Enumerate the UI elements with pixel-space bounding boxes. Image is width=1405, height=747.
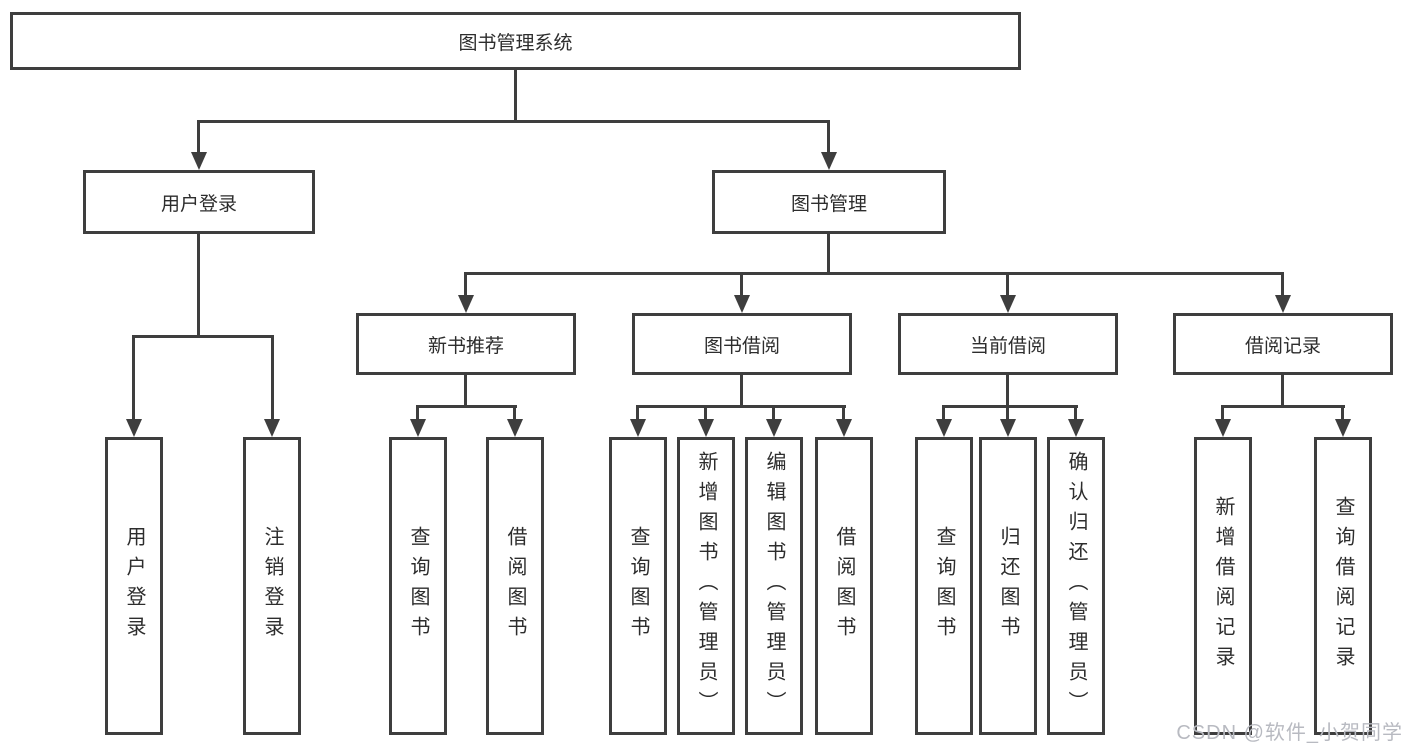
connector-newbook-stem xyxy=(464,375,467,407)
leaf-label: 查询借阅记录 xyxy=(1332,496,1354,676)
connector-stub-leaf xyxy=(1006,405,1009,421)
node-borrowing-records: 借阅记录 xyxy=(1173,313,1393,375)
arrow-down-icon xyxy=(734,295,750,313)
connector-stub-level3 xyxy=(740,272,743,297)
leaf-label: 新增图书（管理员） xyxy=(695,451,717,721)
leaf-query-borrow-record: 查询借阅记录 xyxy=(1314,437,1372,735)
connector-stub-book-mgmt xyxy=(827,120,830,154)
arrow-down-icon xyxy=(1335,419,1351,437)
arrow-down-icon xyxy=(1000,295,1016,313)
leaf-return-book: 归还图书 xyxy=(979,437,1037,735)
connector-stub-level3 xyxy=(1281,272,1284,297)
arrow-down-icon xyxy=(1000,419,1016,437)
arrow-down-icon xyxy=(1068,419,1084,437)
connector-stub-leaf xyxy=(636,405,639,421)
connector-stub-leaf xyxy=(842,405,845,421)
connector-stub-leaf xyxy=(942,405,945,421)
arrow-down-icon xyxy=(410,419,426,437)
leaf-label: 查询图书 xyxy=(933,526,955,646)
arrow-down-icon xyxy=(630,419,646,437)
node-borrowing-records-label: 借阅记录 xyxy=(1244,335,1321,357)
connector-borrow-stem xyxy=(740,375,743,407)
connector-newbook-hline xyxy=(416,405,517,408)
arrow-down-icon xyxy=(1275,295,1291,313)
arrow-down-icon xyxy=(458,295,474,313)
leaf-confirm-return-admin: 确认归还（管理员） xyxy=(1047,437,1105,735)
node-current-borrowing-label: 当前借阅 xyxy=(969,335,1046,357)
connector-record-hline xyxy=(1221,405,1345,408)
leaf-query-books-3: 查询图书 xyxy=(915,437,973,735)
connector-user-stem xyxy=(197,234,200,338)
arrow-down-icon xyxy=(821,152,837,170)
connector-user-hline xyxy=(132,335,274,338)
node-book-management-label: 图书管理 xyxy=(790,193,867,215)
node-user-login: 用户登录 xyxy=(83,170,315,234)
leaf-label: 查询图书 xyxy=(407,526,429,646)
arrow-down-icon xyxy=(836,419,852,437)
connector-root-stem xyxy=(514,70,517,123)
leaf-label: 编辑图书（管理员） xyxy=(763,451,785,721)
node-new-book-recommend: 新书推荐 xyxy=(356,313,576,375)
leaf-label: 归还图书 xyxy=(997,526,1019,646)
connector-stub-leaf xyxy=(1341,405,1344,421)
leaf-borrow-books-1: 借阅图书 xyxy=(486,437,544,735)
leaf-label: 确认归还（管理员） xyxy=(1065,451,1087,721)
leaf-logout: 注销登录 xyxy=(243,437,301,735)
arrow-down-icon xyxy=(698,419,714,437)
arrow-down-icon xyxy=(264,419,280,437)
connector-stub-leaf xyxy=(704,405,707,421)
arrow-down-icon xyxy=(1215,419,1231,437)
node-root: 图书管理系统 xyxy=(10,12,1021,70)
connector-stub-leaf xyxy=(1221,405,1224,421)
leaf-user-login: 用户登录 xyxy=(105,437,163,735)
leaf-label: 借阅图书 xyxy=(833,526,855,646)
connector-stub-leaf xyxy=(271,335,274,421)
connector-level3-hline xyxy=(465,272,1284,275)
leaf-label: 用户登录 xyxy=(123,526,145,646)
connector-stub-level3 xyxy=(464,272,467,297)
arrow-down-icon xyxy=(936,419,952,437)
watermark: CSDN @软件_小贺同学 xyxy=(1176,722,1403,744)
node-book-management: 图书管理 xyxy=(712,170,946,234)
leaf-query-books-1: 查询图书 xyxy=(389,437,447,735)
leaf-borrow-books-2: 借阅图书 xyxy=(815,437,873,735)
node-current-borrowing: 当前借阅 xyxy=(898,313,1118,375)
connector-level2-hline xyxy=(197,120,830,123)
connector-stub-user-login xyxy=(197,120,200,154)
node-new-book-recommend-label: 新书推荐 xyxy=(427,335,504,357)
leaf-add-borrow-record: 新增借阅记录 xyxy=(1194,437,1252,735)
node-user-login-label: 用户登录 xyxy=(160,193,237,215)
connector-current-hline xyxy=(942,405,1078,408)
connector-stub-leaf xyxy=(1074,405,1077,421)
leaf-label: 注销登录 xyxy=(261,526,283,646)
connector-stub-leaf xyxy=(416,405,419,421)
leaf-label: 新增借阅记录 xyxy=(1212,496,1234,676)
leaf-label: 查询图书 xyxy=(627,526,649,646)
connector-mgmt-stem xyxy=(827,234,830,275)
connector-stub-leaf xyxy=(132,335,135,421)
connector-record-stem xyxy=(1281,375,1284,407)
connector-stub-leaf xyxy=(513,405,516,421)
arrow-down-icon xyxy=(507,419,523,437)
arrow-down-icon xyxy=(766,419,782,437)
node-book-borrowing-label: 图书借阅 xyxy=(703,335,780,357)
leaf-query-books-2: 查询图书 xyxy=(609,437,667,735)
node-book-borrowing: 图书借阅 xyxy=(632,313,852,375)
leaf-add-book-admin: 新增图书（管理员） xyxy=(677,437,735,735)
connector-stub-leaf xyxy=(772,405,775,421)
arrow-down-icon xyxy=(126,419,142,437)
arrow-down-icon xyxy=(191,152,207,170)
leaf-label: 借阅图书 xyxy=(504,526,526,646)
connector-current-stem xyxy=(1006,375,1009,407)
leaf-edit-book-admin: 编辑图书（管理员） xyxy=(745,437,803,735)
node-root-label: 图书管理系统 xyxy=(458,32,573,54)
connector-stub-level3 xyxy=(1006,272,1009,297)
connector-borrow-hline xyxy=(636,405,846,408)
